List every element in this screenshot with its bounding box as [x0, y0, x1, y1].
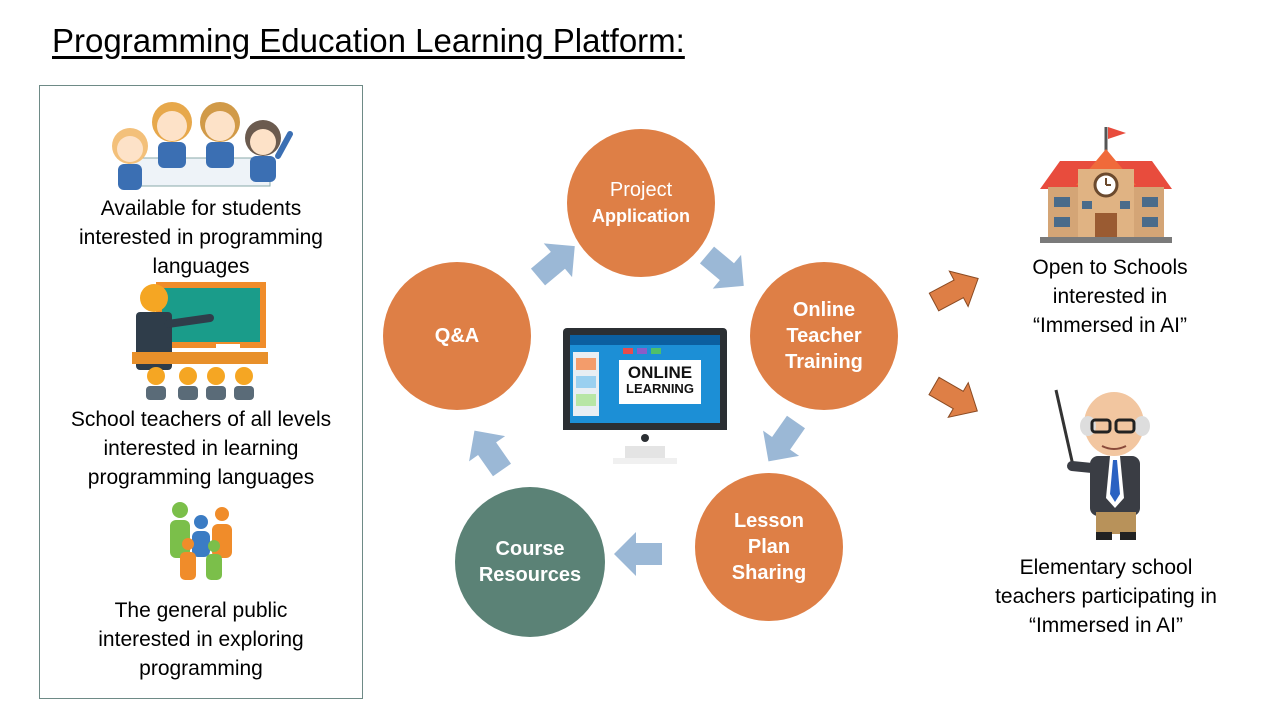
- monitor-text: ONLINE LEARNING: [626, 363, 694, 396]
- cycle-online-teacher-training: Online Teacher Training: [750, 262, 898, 410]
- cycle-lesson-plan-sharing: Lesson Plan Sharing: [695, 473, 843, 621]
- arrow-resources-to-qa: [469, 430, 512, 477]
- page-title: Programming Education Learning Platform:: [52, 22, 685, 59]
- school-building-icon: [1040, 127, 1172, 243]
- audience-teachers-text: School teachers of all levels interested…: [70, 408, 332, 489]
- audience-panel: [39, 85, 363, 699]
- outcome-schools-text: Open to Schools interested in “Immersed …: [1032, 256, 1188, 337]
- students-icon: [112, 102, 293, 190]
- monitor-icon: [563, 328, 727, 464]
- arrow-to-schools: [928, 270, 979, 312]
- professor-pointer-icon: [1054, 389, 1150, 540]
- cycle-course-resources: Course Resources: [455, 487, 605, 637]
- people-group-icon: [170, 502, 232, 580]
- cycle-project-application: Project Application: [567, 129, 715, 277]
- outcome-teachers-text: Elementary school teachers participating…: [995, 556, 1217, 637]
- arrow-training-to-lesson: [763, 415, 806, 462]
- arrow-lesson-to-resources: [614, 532, 662, 576]
- arrow-project-to-training: [699, 246, 744, 289]
- teacher-classroom-icon: [132, 282, 268, 400]
- audience-public-text: The general public interested in explori…: [98, 599, 304, 680]
- cycle-qa: Q&A: [383, 262, 531, 410]
- arrow-to-teachers: [928, 376, 978, 419]
- audience-students-text: Available for students interested in pro…: [79, 197, 323, 278]
- arrow-qa-to-project: [530, 243, 575, 286]
